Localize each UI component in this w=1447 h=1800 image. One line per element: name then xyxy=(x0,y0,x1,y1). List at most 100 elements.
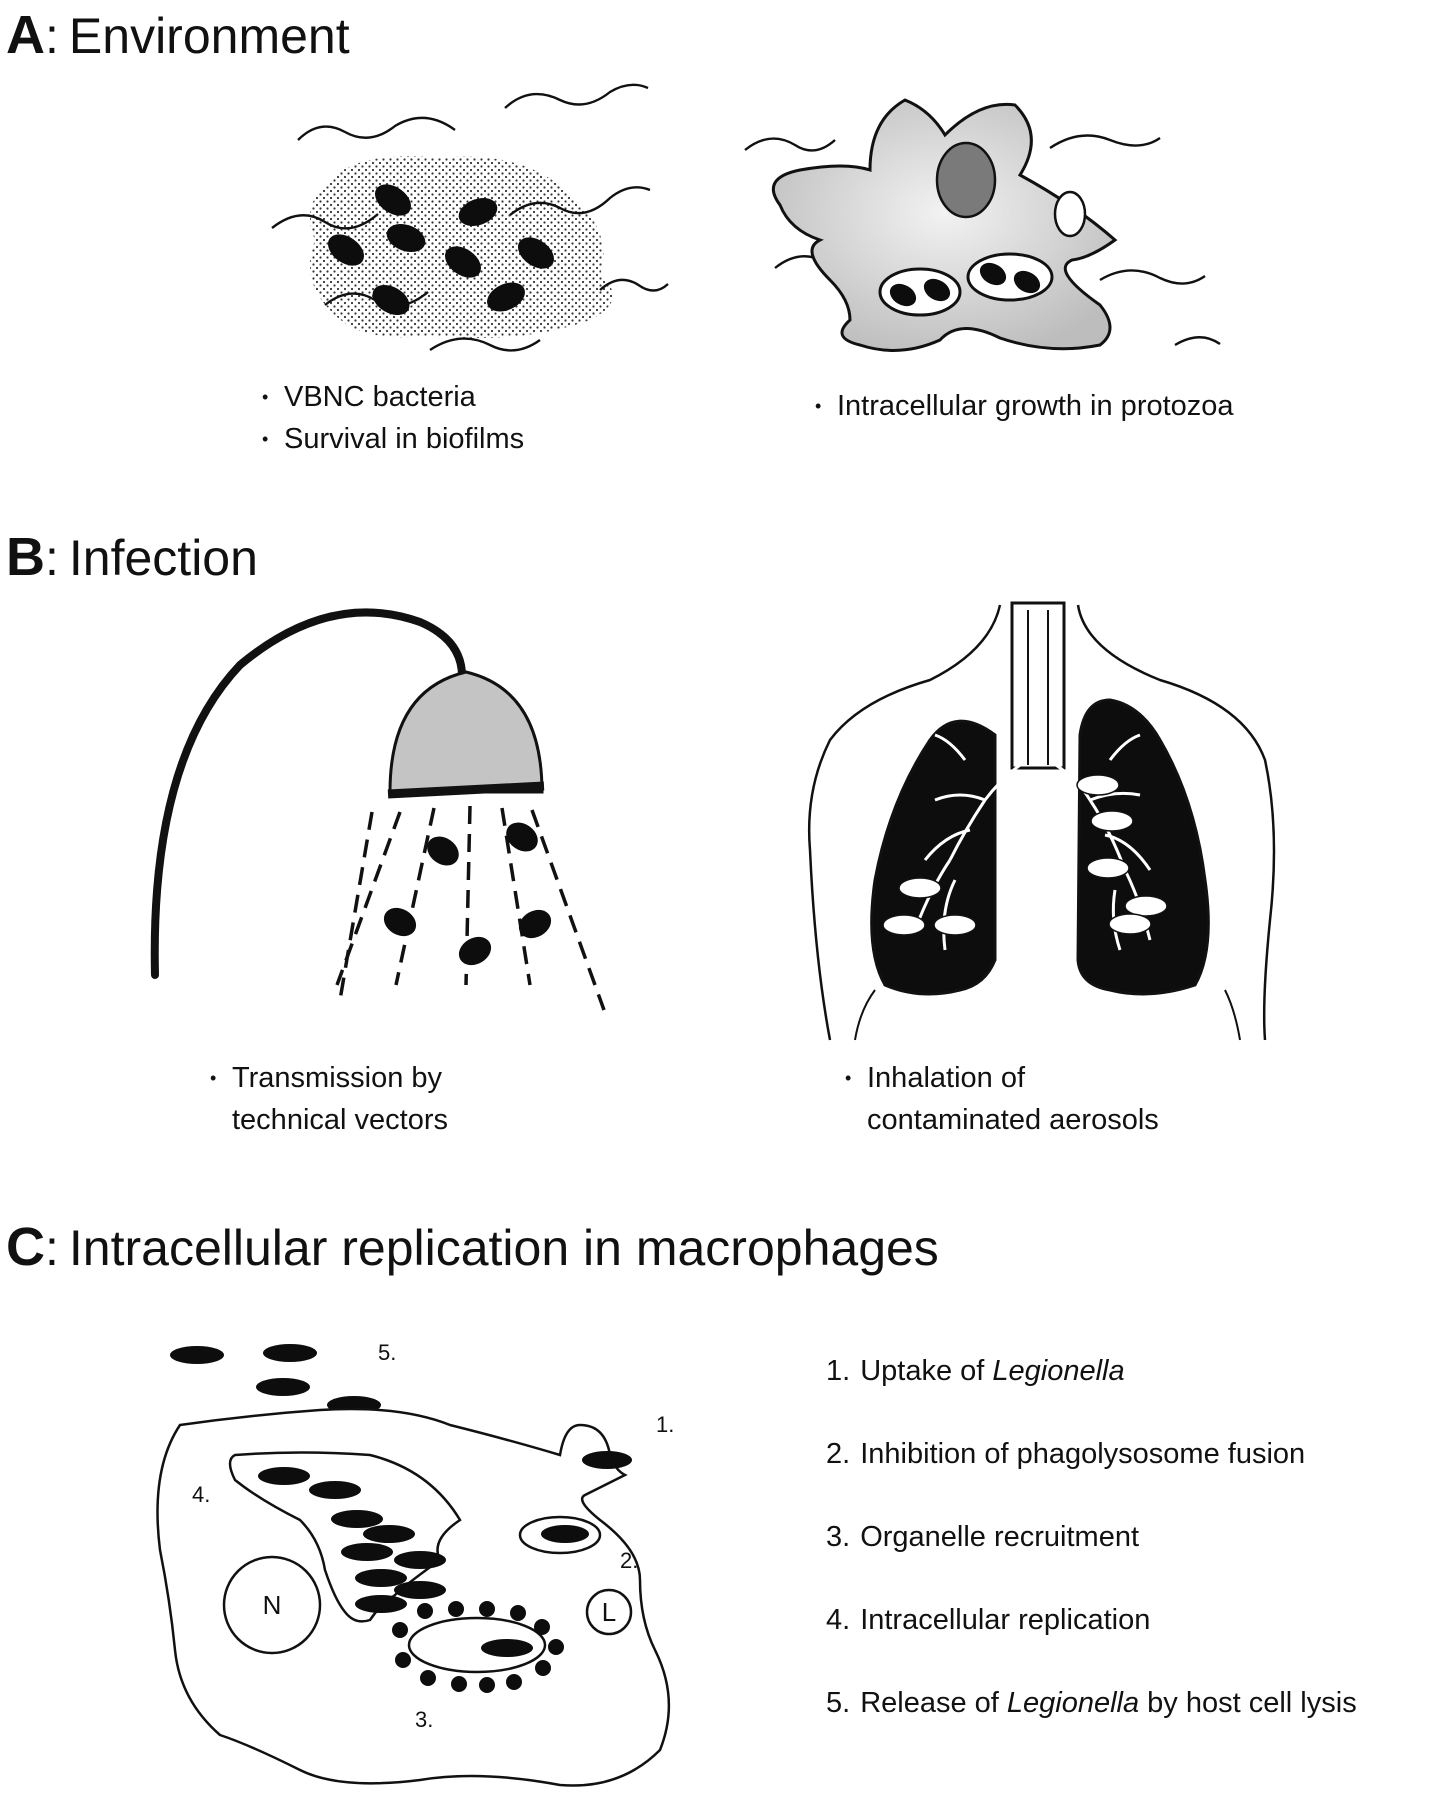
amoeba-nucleus xyxy=(935,141,997,219)
organelle xyxy=(420,1670,436,1686)
caption-transmission: •Transmission by technical vectors xyxy=(210,1062,448,1136)
step-number: 5. xyxy=(826,1687,851,1719)
bacterium xyxy=(923,278,951,302)
organelle xyxy=(534,1619,550,1635)
bacterium xyxy=(372,284,410,316)
nucleus-label: N xyxy=(263,1590,282,1620)
steps-legend: 1.Uptake of Legionella 2.Inhibition of p… xyxy=(826,1355,1357,1770)
macrophage-illustration: N L 1. 2. 3. 4. 5. xyxy=(156,1340,674,1787)
bacterium xyxy=(363,1525,415,1543)
shower-illustration xyxy=(150,608,606,1011)
caption-inhalation: •Inhalation of contaminated aerosols xyxy=(845,1062,1159,1136)
marker-1: 1. xyxy=(656,1412,674,1437)
water-jets xyxy=(335,805,606,1011)
released-bacteria xyxy=(170,1344,381,1414)
organelle xyxy=(392,1622,408,1638)
bacterium xyxy=(458,936,492,966)
bacterium xyxy=(1086,857,1130,879)
step-text: Organelle recruitment xyxy=(860,1521,1140,1553)
organelle xyxy=(417,1603,433,1619)
aerosol-bacteria xyxy=(383,822,552,966)
lungs-illustration xyxy=(807,601,1276,1041)
lysosome-label: L xyxy=(602,1597,616,1627)
bacterium xyxy=(394,1551,446,1569)
bacterium xyxy=(170,1346,224,1364)
step-1: 1.Uptake of Legionella xyxy=(826,1355,1357,1438)
shower-head-dome xyxy=(388,670,544,794)
recruited-organelles xyxy=(392,1601,564,1693)
step-3: 3.Organelle recruitment xyxy=(826,1521,1357,1604)
bacterium xyxy=(487,282,525,312)
step-text-post: by host cell lysis xyxy=(1139,1687,1357,1719)
caption-transmission-1: Transmission by xyxy=(232,1062,443,1094)
caption-protozoa-text: Intracellular growth in protozoa xyxy=(837,390,1234,422)
organelle xyxy=(548,1639,564,1655)
bacterium xyxy=(889,283,917,307)
bacterium xyxy=(979,262,1007,286)
right-lung xyxy=(1076,698,1210,996)
bacterium xyxy=(309,1481,361,1499)
step-number: 4. xyxy=(826,1604,851,1636)
step-number: 1. xyxy=(826,1355,851,1387)
bacterium xyxy=(1013,270,1041,294)
bacterium xyxy=(933,914,977,936)
section-a-title: Environment xyxy=(68,8,350,64)
bacterium xyxy=(427,836,459,866)
caption-survival: Survival in biofilms xyxy=(284,423,525,455)
recruitment-vacuole xyxy=(407,1616,547,1674)
organelle xyxy=(451,1676,467,1692)
contractile-vacuole xyxy=(1053,190,1087,238)
bacterium xyxy=(1124,895,1168,917)
bacterium xyxy=(374,184,412,216)
caption-protozoa: •Intracellular growth in protozoa xyxy=(815,390,1234,422)
step-text: Release of xyxy=(860,1687,1007,1719)
biofilm-bacteria xyxy=(327,184,555,316)
caption-inhalation-2: contaminated aerosols xyxy=(867,1104,1159,1136)
bacterium xyxy=(341,1543,393,1561)
bacterium xyxy=(327,234,365,266)
organelle xyxy=(506,1674,522,1690)
section-c-title: Intracellular replication in macrophages xyxy=(68,1220,939,1276)
bacterium xyxy=(882,914,926,936)
section-b-heading: B:Infection xyxy=(6,527,258,587)
section-a-heading: A:Environment xyxy=(6,5,350,65)
step-5: 5.Release of Legionella by host cell lys… xyxy=(826,1687,1357,1770)
caption-inhalation-1: Inhalation of xyxy=(867,1062,1026,1094)
caption-transmission-2: technical vectors xyxy=(232,1104,448,1136)
trachea xyxy=(1010,601,1066,770)
bacterium xyxy=(898,877,942,899)
organelle xyxy=(479,1677,495,1693)
step-text: Uptake of xyxy=(860,1355,993,1387)
organelle xyxy=(535,1660,551,1676)
step-number: 2. xyxy=(826,1438,851,1470)
section-c-letter: C xyxy=(6,1217,45,1277)
bacterium xyxy=(517,237,555,269)
phagosome-bacterium xyxy=(541,1525,589,1543)
bacterium xyxy=(355,1569,407,1587)
shower-head-plate xyxy=(387,781,545,799)
bacterium xyxy=(1076,774,1120,796)
bacterium xyxy=(263,1344,317,1362)
section-a-letter: A xyxy=(6,5,45,65)
section-c-heading: C:Intracellular replication in macrophag… xyxy=(6,1217,939,1277)
caption-vbnc: VBNC bacteria xyxy=(284,381,476,413)
marker-4: 4. xyxy=(192,1482,210,1507)
marker-5: 5. xyxy=(378,1340,396,1365)
biofilm-illustration xyxy=(271,83,669,352)
nucleus xyxy=(222,1555,322,1655)
amoeba-illustration xyxy=(744,98,1221,352)
bacterium xyxy=(394,1581,446,1599)
bacterium xyxy=(444,246,482,278)
step-4: 4. Intracellular replication xyxy=(826,1604,1357,1687)
vacuole-right xyxy=(966,252,1054,302)
left-lung xyxy=(870,719,997,996)
marker-3: 3. xyxy=(415,1707,433,1732)
bacterium xyxy=(458,197,498,227)
bacterium xyxy=(506,822,538,852)
biofilm-water-waves xyxy=(271,83,669,352)
organelle xyxy=(479,1601,495,1617)
bacterium xyxy=(355,1595,407,1613)
step-text: Intracellular replication xyxy=(860,1604,1151,1636)
replicating-bacteria xyxy=(258,1467,446,1613)
torso-outline xyxy=(807,604,1002,1041)
